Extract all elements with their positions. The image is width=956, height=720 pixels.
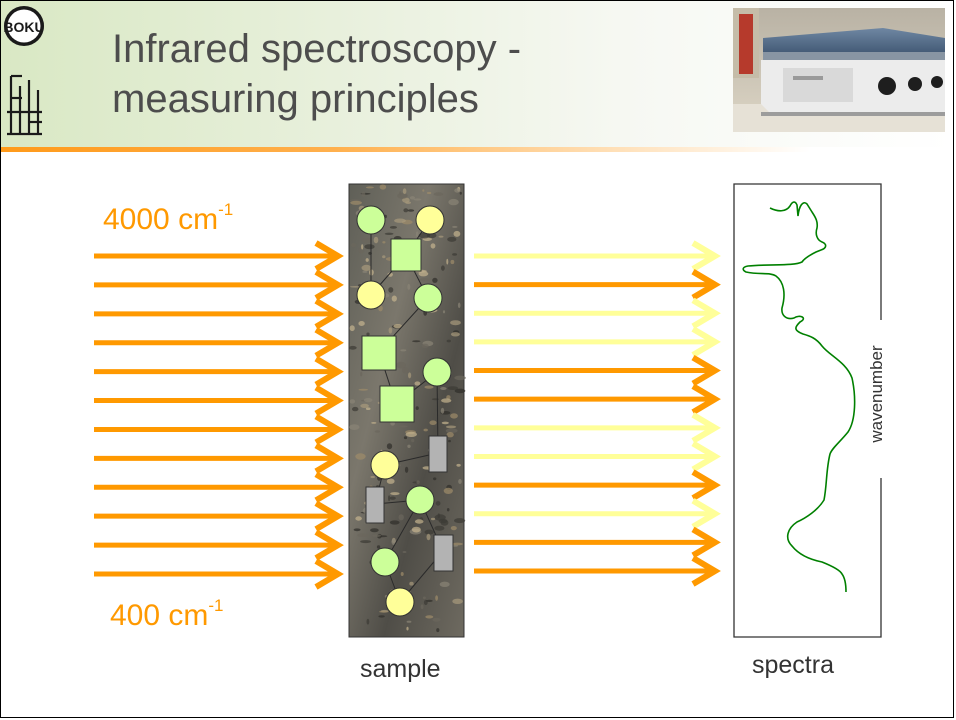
incoming-beam-arrow [94, 471, 344, 503]
absorbed-beam-arrow [474, 354, 721, 387]
incoming-beam-arrow [94, 327, 344, 359]
incoming-beam-arrow [94, 500, 344, 532]
incoming-beam-arrow [94, 356, 344, 388]
bottom-wavenumber-label: 400 cm-1 [110, 596, 224, 632]
spectra-box [733, 183, 882, 638]
title-line-1: Infrared spectroscopy - [112, 27, 522, 71]
incoming-beam-arrow [94, 413, 344, 446]
outgoing-beams [474, 240, 721, 587]
incoming-beam-arrow [94, 240, 344, 272]
incoming-beam-arrow [94, 384, 344, 417]
incoming-beams [94, 240, 344, 590]
sample-column [348, 183, 466, 638]
spectrum-curve [742, 201, 856, 593]
spectra-axis-label: wavenumber [867, 345, 886, 443]
molecule-atom-yellow [356, 280, 386, 310]
spectra-caption: spectra [752, 651, 834, 679]
molecule-group-green [361, 335, 397, 371]
spectrometer-photo-icon [733, 8, 945, 132]
incoming-beam-arrow [94, 269, 344, 301]
transmitted-beam-arrow [474, 240, 721, 272]
absorbed-beam-arrow [474, 526, 721, 558]
transmitted-beam-arrow [474, 412, 721, 444]
incoming-beam-arrow [94, 442, 344, 474]
incoming-beam-arrow [94, 529, 344, 561]
molecule-atom-yellow [370, 450, 400, 480]
molecule-group-grey [433, 534, 454, 572]
molecule-group-grey [365, 486, 385, 524]
transmitted-beam-arrow [474, 498, 721, 530]
transmitted-beam-arrow [474, 440, 721, 473]
transmitted-beam-arrow [474, 297, 721, 329]
molecule-atom-green [405, 485, 435, 515]
molecule-group-green [390, 238, 422, 272]
logo-text: BOKU [3, 19, 44, 35]
top-wavenumber-label: 4000 cm-1 [103, 200, 234, 236]
absorbed-beam-arrow [474, 555, 721, 587]
molecule-group-green [379, 385, 415, 423]
molecule-group-grey [428, 435, 448, 473]
molecule-atom-green [356, 205, 386, 235]
absorbed-beam-arrow [474, 383, 721, 415]
transmitted-beam-arrow [474, 326, 721, 358]
molecule-atom-green [413, 283, 443, 313]
absorbed-beam-arrow [474, 269, 721, 301]
molecule-atom-green [370, 547, 400, 577]
title-line-2: measuring principles [112, 77, 479, 121]
molecule-atom-green [422, 357, 452, 387]
incoming-beam-arrow [94, 558, 344, 590]
absorbed-beam-arrow [474, 469, 721, 501]
molecule-atom-yellow [385, 587, 415, 617]
molecule-atom-yellow [415, 205, 445, 235]
sample-caption: sample [360, 655, 441, 683]
boku-logo-icon: BOKU [3, 6, 45, 136]
header-divider [1, 147, 953, 152]
incoming-beam-arrow [94, 298, 344, 330]
page-title: Infrared spectroscopy - measuring princi… [112, 24, 521, 124]
